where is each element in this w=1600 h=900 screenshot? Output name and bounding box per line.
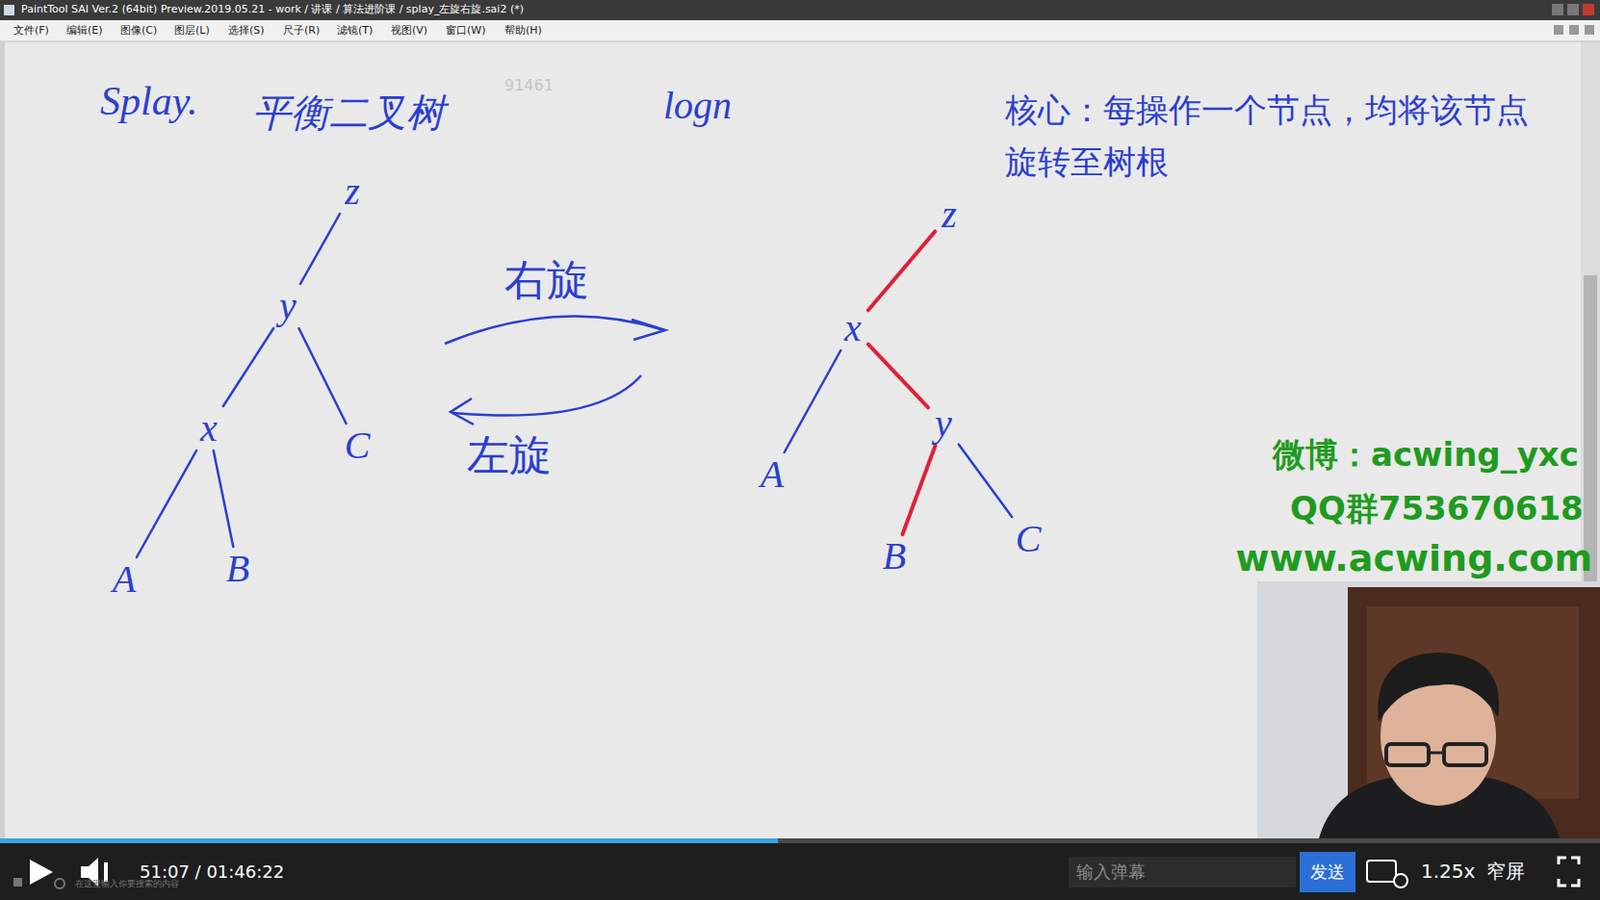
hair xyxy=(1377,652,1499,723)
node-letter: B xyxy=(882,537,906,576)
handwritten-note: logn xyxy=(663,82,732,130)
search-icon xyxy=(54,878,65,889)
send-button-text: 发送 xyxy=(1310,861,1345,883)
tree-node: C xyxy=(340,426,375,465)
glasses xyxy=(1428,751,1445,755)
tree-node: B xyxy=(222,549,254,589)
menu-item: 图像(C) xyxy=(120,24,157,37)
canvas-border xyxy=(0,42,5,839)
watermark: 91461 xyxy=(504,76,554,95)
tree-node: x xyxy=(196,409,222,448)
tree-node: y xyxy=(275,286,301,326)
tree-edge xyxy=(298,328,346,424)
overlay-text: QQ群753670618 xyxy=(1290,489,1584,529)
node-letter: z xyxy=(344,172,361,211)
danmaku-input xyxy=(1068,856,1296,888)
menu-border xyxy=(0,41,1600,43)
window-button xyxy=(1551,3,1564,16)
window-button xyxy=(1567,3,1579,16)
handwritten-note: 平衡二叉树 xyxy=(252,90,445,137)
node-letter: y xyxy=(934,404,953,443)
tree-edge xyxy=(902,445,935,535)
rotate-arrow xyxy=(444,315,665,344)
menu-item: 视图(V) xyxy=(390,24,428,37)
menu-bar xyxy=(0,20,1600,42)
arrow-head xyxy=(450,398,474,425)
menu-item: 尺子(R) xyxy=(283,24,320,37)
node-letter: x xyxy=(200,409,218,448)
rotate-arrow xyxy=(452,375,642,416)
window-button xyxy=(1569,25,1579,35)
scrollbar-thumb xyxy=(1583,275,1598,582)
progress-track xyxy=(0,838,1600,844)
handwritten-title: Splay. xyxy=(100,77,199,126)
tree-node: C xyxy=(1011,519,1046,559)
tree-node: A xyxy=(108,560,140,599)
rotate-label: 左旋 xyxy=(466,431,552,483)
tree-node: B xyxy=(878,537,910,576)
fullscreen-icon xyxy=(1558,857,1579,886)
node-letter: C xyxy=(344,426,371,465)
tree-node: z xyxy=(937,195,961,234)
rotate-label: 右旋 xyxy=(504,256,590,308)
play-icon xyxy=(29,859,53,885)
start-icon xyxy=(13,877,23,887)
glasses xyxy=(1386,744,1429,766)
window-button xyxy=(1553,25,1564,35)
tree-node: z xyxy=(340,172,364,211)
danmaku-toggle xyxy=(1393,874,1408,888)
title-bar xyxy=(0,0,1600,21)
overlay-text: 微博：acwing_yxc xyxy=(1272,435,1579,475)
tree-edge xyxy=(868,231,935,310)
wide-mode-button: 窄屏 xyxy=(1486,859,1525,883)
tree-edge xyxy=(958,444,1012,517)
menu-item: 帮助(H) xyxy=(504,24,542,37)
window-button xyxy=(1582,3,1595,16)
window-button xyxy=(1584,25,1595,35)
window-title: PaintTool SAI Ver.2 (64bit) Preview.2019… xyxy=(21,2,524,16)
node-letter: z xyxy=(941,195,957,234)
control-bar xyxy=(0,838,1600,900)
menu-item: 编辑(E) xyxy=(66,24,104,37)
overlay-text: www.acwing.com xyxy=(1235,537,1593,582)
tree-node: A xyxy=(756,455,788,494)
progress-fill xyxy=(0,838,778,844)
webcam-frame xyxy=(1257,581,1600,839)
menu-item: 图层(L) xyxy=(174,24,210,37)
node-letter: A xyxy=(112,560,136,599)
tree-edge xyxy=(136,450,197,558)
arrow-head xyxy=(631,319,666,340)
node-letter: x xyxy=(844,309,862,348)
menu-item: 滤镜(T) xyxy=(336,24,373,37)
speed-button: 1.25x xyxy=(1420,859,1475,883)
tree-node: x xyxy=(840,309,866,348)
tree-edge xyxy=(213,450,234,547)
node-letter: B xyxy=(226,549,250,589)
tree-edge xyxy=(784,350,842,453)
node-letter: y xyxy=(279,286,297,326)
node-letter: A xyxy=(760,455,784,494)
tree-edge xyxy=(300,213,340,284)
app-icon xyxy=(3,4,15,16)
send-button xyxy=(1299,851,1356,893)
tree-edge xyxy=(868,344,929,409)
tree-node: y xyxy=(930,404,956,443)
menu-item: 选择(S) xyxy=(228,24,265,37)
danmaku-toggle xyxy=(1367,860,1396,882)
handwritten-note: 核心：每操作一个节点，均将该节点 旋转至树根 xyxy=(1005,84,1564,190)
menu-item: 文件(F) xyxy=(13,24,50,37)
node-letter: C xyxy=(1015,519,1042,559)
tree-edge xyxy=(223,328,274,407)
menu-item: 窗口(W) xyxy=(445,24,486,37)
input-placeholder: 输入弹幕 xyxy=(1076,861,1146,883)
search-box-text: 在这里输入你要搜索的内容 xyxy=(75,878,180,890)
glasses xyxy=(1444,744,1487,766)
